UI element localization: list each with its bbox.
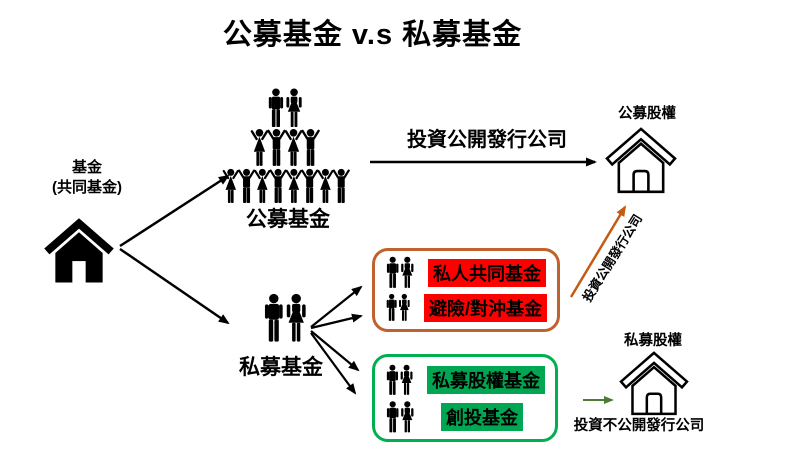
- public-fund-label: 公募基金: [246, 208, 330, 231]
- arrow-private-to-orange-2: [310, 313, 363, 330]
- arrow-fund-to-private: [119, 247, 230, 325]
- arrow-private-to-orange-1: [310, 285, 363, 328]
- crowd-row4-icon: [250, 127, 320, 167]
- venture-capital-fund-tag: 創投基金: [441, 402, 523, 431]
- orange-box-row-2: 避險/對沖基金: [385, 291, 547, 324]
- green-box-row-2: 創投基金: [385, 399, 545, 435]
- orange-fund-box: 私人共同基金 避險/對沖基金: [372, 248, 560, 332]
- private-equity-label: 私募股權: [624, 333, 682, 349]
- crowd-top-couple-icon: [266, 88, 304, 128]
- private-investors-icon: [262, 293, 308, 343]
- box-couple-icon: [385, 291, 411, 324]
- public-equity-house-icon: [604, 126, 678, 194]
- private-fund-label: 私募基金: [239, 356, 323, 379]
- page-title: 公募基金 v.s 私募基金: [222, 19, 523, 51]
- public-equity-label: 公募股權: [618, 106, 676, 122]
- private-mutual-fund-tag: 私人共同基金: [428, 258, 546, 287]
- diagonal-invest-public-label: 投資公開發行公司: [580, 212, 646, 305]
- crowd-row8-icon: [222, 167, 350, 204]
- fund-label: 基金 (共同基金): [28, 158, 146, 199]
- invest-nonpublic-arrow-label: 投資不公開發行公司: [573, 418, 705, 434]
- fund-label-line1: 基金: [71, 159, 102, 176]
- box-couple-icon: [385, 362, 414, 398]
- hedge-fund-tag: 避險/對沖基金: [423, 293, 547, 322]
- green-fund-box: 私募股權基金 創投基金: [372, 354, 558, 442]
- box-couple-icon: [385, 399, 415, 435]
- green-box-row-1: 私募股權基金: [385, 362, 545, 398]
- fund-label-line2: (共同基金): [52, 179, 122, 197]
- orange-box-row-1: 私人共同基金: [385, 256, 547, 289]
- fund-house-icon: [42, 216, 116, 284]
- private-equity-fund-tag: 私募股權基金: [427, 365, 545, 394]
- private-equity-house-icon: [618, 350, 690, 416]
- box-couple-icon: [385, 256, 415, 289]
- invest-public-arrow-label: 投資公開發行公司: [407, 129, 567, 151]
